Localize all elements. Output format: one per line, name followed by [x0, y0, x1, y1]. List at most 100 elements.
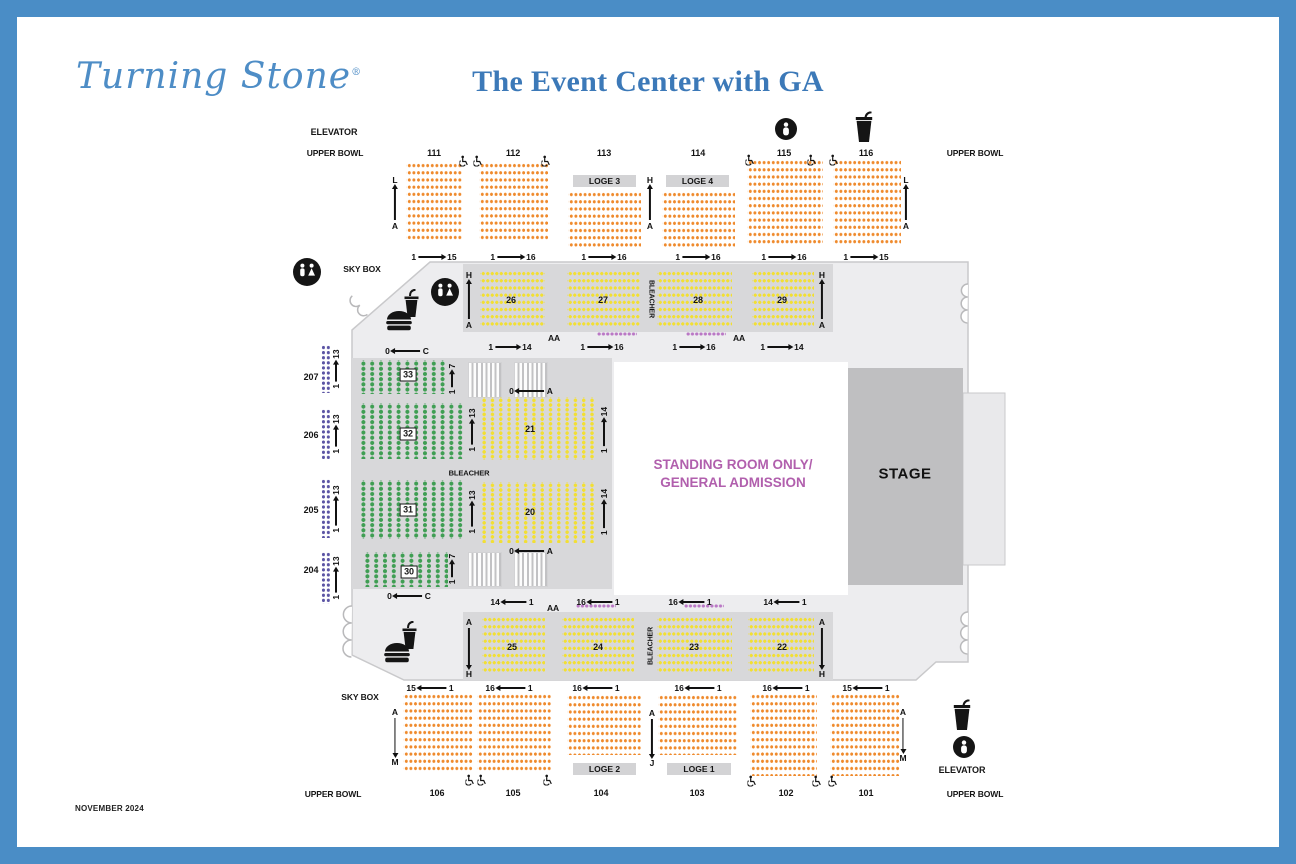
- section-21-seats: [478, 397, 594, 460]
- section-104-label: 104: [593, 788, 609, 798]
- stage-area: [848, 368, 963, 585]
- loge-4-box: LOGE 4: [666, 175, 729, 187]
- section-21-label: 21: [525, 424, 535, 434]
- section-111-label: 111: [427, 148, 441, 158]
- page-title: The Event Center with GA: [472, 65, 824, 98]
- stairs-hatch: [468, 362, 502, 398]
- upper-bowl-label-bottom-left: UPPER BOWL: [304, 789, 362, 799]
- bleacher-label-bottom: BLEACHER: [647, 626, 655, 666]
- stairs-hatch: [514, 552, 548, 587]
- section-27-label: 27: [598, 295, 608, 305]
- section-104-seats: [567, 693, 641, 755]
- food-icon: [385, 288, 423, 333]
- standing-room-line2: GENERAL ADMISSION: [660, 475, 806, 490]
- restroom-icon: [293, 258, 322, 287]
- section-26-seats: [480, 269, 545, 327]
- aa-row-label-top-left: AA: [547, 333, 561, 343]
- aa-row-label-bottom: AA: [546, 603, 560, 613]
- registered-mark: ®: [351, 67, 363, 78]
- section-aa-27-seats: [597, 331, 637, 337]
- sky-box-label-top: SKY BOX: [343, 264, 381, 274]
- section-31-label: 31: [399, 503, 417, 517]
- bleacher-label-left: BLEACHER: [448, 468, 490, 478]
- loge-1-box: LOGE 1: [667, 763, 731, 775]
- section-114-label: 114: [690, 148, 706, 158]
- stage-label: STAGE: [878, 465, 932, 483]
- section-106-seats: [403, 692, 473, 772]
- upper-bowl-label-top-right: UPPER BOWL: [946, 148, 1004, 158]
- section-204-seats: [321, 552, 331, 604]
- section-112-seats: [479, 161, 548, 241]
- section-206-seats: [321, 409, 331, 459]
- drink-icon: [853, 111, 875, 143]
- section-102-seats: [750, 692, 817, 776]
- section-28-seats: [657, 269, 732, 327]
- section-113-seats: [568, 190, 641, 247]
- accessible-icon: [811, 775, 822, 787]
- section-23-label: 23: [689, 642, 699, 652]
- section-113-label: 113: [596, 148, 612, 158]
- section-103-label: 103: [689, 788, 705, 798]
- section-114-seats: [662, 190, 735, 247]
- loge-2-box: LOGE 2: [573, 763, 636, 775]
- section-aa-28-seats: [686, 331, 726, 337]
- elevator-label-bottom: ELEVATOR: [938, 765, 986, 775]
- section-105-label: 105: [505, 788, 521, 798]
- date-stamp: NOVEMBER 2024: [75, 804, 144, 813]
- drink-icon: [951, 699, 973, 731]
- upper-bowl-label-top-left: UPPER BOWL: [306, 148, 364, 158]
- accessible-icon: [827, 775, 838, 787]
- restroom-icon: [431, 278, 460, 307]
- backstage-area: [962, 392, 1006, 566]
- section-103-seats: [658, 693, 737, 755]
- section-102-label: 102: [778, 788, 794, 798]
- section-207-label: 207: [303, 372, 319, 382]
- food-icon: [383, 620, 421, 665]
- section-205-seats: [321, 479, 331, 538]
- stairs-left-bottom: [342, 605, 353, 658]
- section-20-seats: [478, 482, 594, 543]
- section-27-seats: [567, 269, 640, 327]
- section-101-label: 101: [858, 788, 874, 798]
- accessible-icon: [542, 774, 553, 786]
- section-30-label: 30: [400, 565, 418, 579]
- section-207-seats: [321, 345, 331, 393]
- stairs-hatch: [514, 362, 548, 398]
- standing-room-area: [614, 362, 848, 595]
- section-116-seats: [833, 158, 901, 246]
- logo-text: Turning Stone: [76, 56, 352, 97]
- upper-bowl-label-bottom-right: UPPER BOWL: [946, 789, 1004, 799]
- section-115-label: 115: [776, 148, 792, 158]
- section-25-seats: [482, 615, 545, 673]
- elevator-icon: [953, 736, 976, 759]
- accessible-icon: [464, 774, 475, 786]
